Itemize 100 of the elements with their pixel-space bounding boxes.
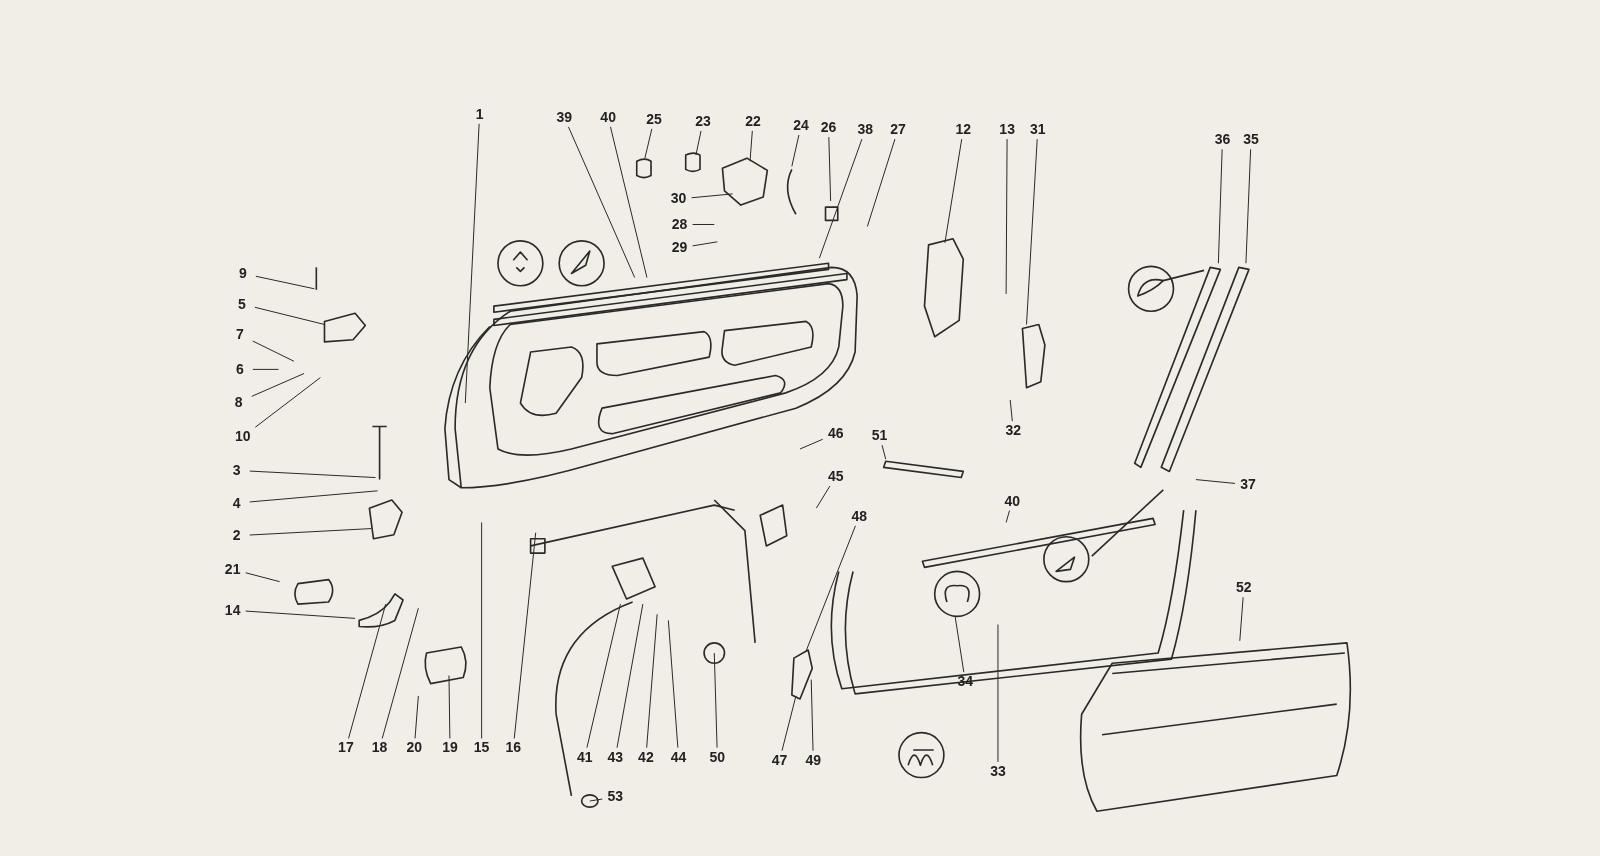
leader-line xyxy=(692,241,718,247)
leader-line xyxy=(1195,479,1236,484)
callout-number: 16 xyxy=(501,739,526,757)
leader-line xyxy=(348,603,387,739)
leader-line xyxy=(245,610,356,619)
callout-number: 23 xyxy=(691,112,716,130)
leader-line xyxy=(1026,138,1038,325)
callout-number: 25 xyxy=(642,110,667,128)
leader-line xyxy=(589,798,603,802)
callout-number: 38 xyxy=(853,121,878,139)
callout-number: 37 xyxy=(1235,476,1260,494)
callout-number: 48 xyxy=(847,507,872,525)
callout-number: 45 xyxy=(823,468,848,485)
callout-number: 39 xyxy=(552,108,577,126)
leader-line xyxy=(749,130,753,162)
leader-line xyxy=(810,679,814,752)
leader-line xyxy=(954,615,965,673)
callout-number: 17 xyxy=(333,739,358,757)
callout-number: 15 xyxy=(469,739,494,757)
leader-line xyxy=(381,607,419,739)
callout-number: 22 xyxy=(741,112,766,130)
callout-number: 5 xyxy=(229,295,254,313)
leader-line xyxy=(866,138,896,228)
leader-line xyxy=(818,138,863,259)
leader-line xyxy=(1005,138,1008,295)
callout-number: 10 xyxy=(230,428,255,446)
leader-line xyxy=(997,624,999,763)
leader-line xyxy=(254,306,325,325)
callout-number: 6 xyxy=(227,360,252,378)
leader-line xyxy=(1009,399,1013,422)
leader-line xyxy=(781,695,797,752)
callout-number: 19 xyxy=(438,739,462,757)
callout-number: 47 xyxy=(767,751,792,769)
callout-number: 43 xyxy=(603,748,628,766)
callout-number: 12 xyxy=(951,121,976,139)
leader-line xyxy=(249,490,379,503)
leader-line xyxy=(713,652,718,749)
leader-line xyxy=(252,368,280,370)
callout-number: 1 xyxy=(467,105,492,123)
leader-line xyxy=(815,485,831,509)
leader-line xyxy=(791,134,800,167)
leader-line xyxy=(245,572,281,583)
callout-number: 33 xyxy=(985,762,1010,780)
callout-number: 4 xyxy=(224,494,249,512)
leader-line xyxy=(799,438,824,450)
callout-number: 9 xyxy=(230,264,255,282)
callout-number: 29 xyxy=(667,239,692,257)
leader-line xyxy=(448,675,451,739)
callout-number: 18 xyxy=(367,739,392,757)
callout-number: 52 xyxy=(1231,579,1256,597)
leader-line xyxy=(667,619,679,749)
callout-number: 36 xyxy=(1210,131,1235,149)
callout-number: 51 xyxy=(867,427,892,445)
callout-number: 8 xyxy=(226,393,251,411)
leader-line xyxy=(567,126,636,279)
leader-line xyxy=(881,444,887,460)
callout-number: 27 xyxy=(885,121,910,139)
leader-line xyxy=(586,603,621,749)
callout-number: 21 xyxy=(220,560,245,578)
callout-number: 26 xyxy=(816,119,841,137)
leader-line xyxy=(251,372,305,397)
leader-line xyxy=(1217,148,1223,264)
callout-number: 31 xyxy=(1025,121,1050,139)
callout-number: 42 xyxy=(633,748,658,766)
callout-number: 30 xyxy=(666,190,691,208)
leader-line xyxy=(254,377,321,428)
callout-number: 7 xyxy=(227,326,252,344)
leader-line xyxy=(481,521,483,739)
leader-line xyxy=(646,613,658,749)
leader-line xyxy=(692,224,715,225)
callout-number: 53 xyxy=(603,788,628,806)
leader-line xyxy=(513,532,537,739)
leader-line xyxy=(1005,510,1011,523)
leader-line xyxy=(805,525,856,652)
callout-number: 3 xyxy=(224,461,249,479)
callout-number: 32 xyxy=(1001,422,1026,440)
leader-line xyxy=(464,123,480,404)
callout-number: 44 xyxy=(666,748,691,766)
leader-line xyxy=(249,470,376,479)
callout-number: 46 xyxy=(823,425,848,443)
leader-line xyxy=(616,603,644,749)
callout-number: 50 xyxy=(705,748,730,766)
leader-line xyxy=(255,275,315,290)
callout-number: 41 xyxy=(572,748,597,766)
callout-number: 49 xyxy=(801,751,826,769)
leader-line xyxy=(252,340,295,362)
callout-number: 35 xyxy=(1239,131,1263,149)
callout-number: 40 xyxy=(596,108,621,126)
callout-number: 40 xyxy=(1000,492,1025,510)
leader-line xyxy=(1239,596,1244,642)
leader-line xyxy=(691,193,734,199)
leader-line xyxy=(414,695,419,739)
callout-number: 28 xyxy=(667,216,692,233)
callout-number: 14 xyxy=(220,601,245,619)
callout-number: 2 xyxy=(224,527,249,545)
leader-line xyxy=(1245,148,1252,264)
leader-line xyxy=(644,128,653,159)
leader-line xyxy=(828,136,832,202)
leader-line xyxy=(249,528,372,536)
leader-line xyxy=(695,130,702,156)
